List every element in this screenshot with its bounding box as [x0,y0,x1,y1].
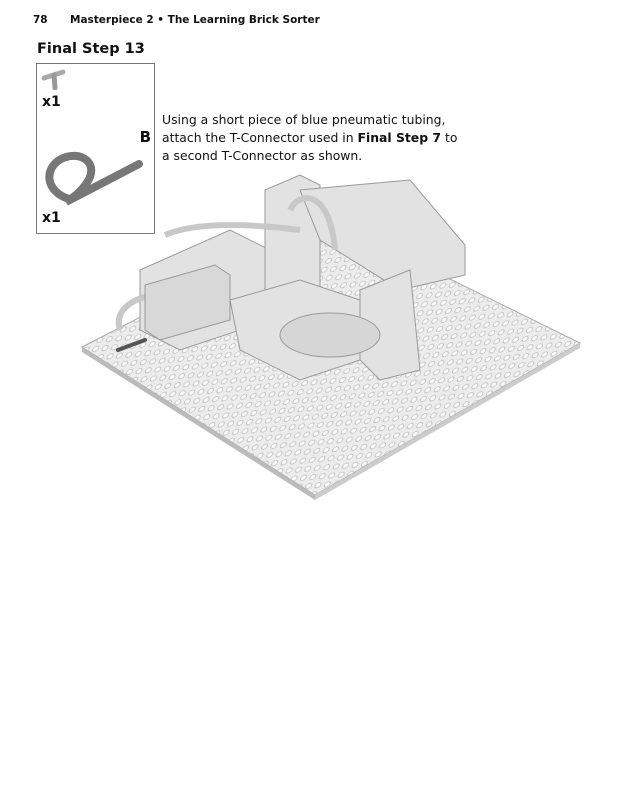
parts-list-box: x1 B x1 [36,63,155,234]
page-number: 78 [33,14,48,26]
instruction-text-part: to a second T-Connector as shown. [162,130,458,163]
part-quantity: x1 [42,210,61,226]
running-title: Masterpiece 2 • The Learning Brick Sorte… [70,14,320,26]
step-reference: Final Step 7 [357,130,442,145]
page-header: 78 Masterpiece 2 • The Learning Brick Sor… [33,14,320,26]
part-tag: B [139,128,151,146]
step-title: Final Step 13 [37,41,145,57]
pneumatic-tube-highlight [116,338,147,352]
part-quantity: x1 [42,94,61,110]
brick-sorter-model [115,174,466,381]
tubing-icon [45,151,143,206]
t-connector-icon [41,69,66,90]
instruction-text: Using a short piece of blue pneumatic tu… [162,111,462,165]
instruction-text-part: Using a short piece of blue pneumatic tu… [162,112,446,145]
